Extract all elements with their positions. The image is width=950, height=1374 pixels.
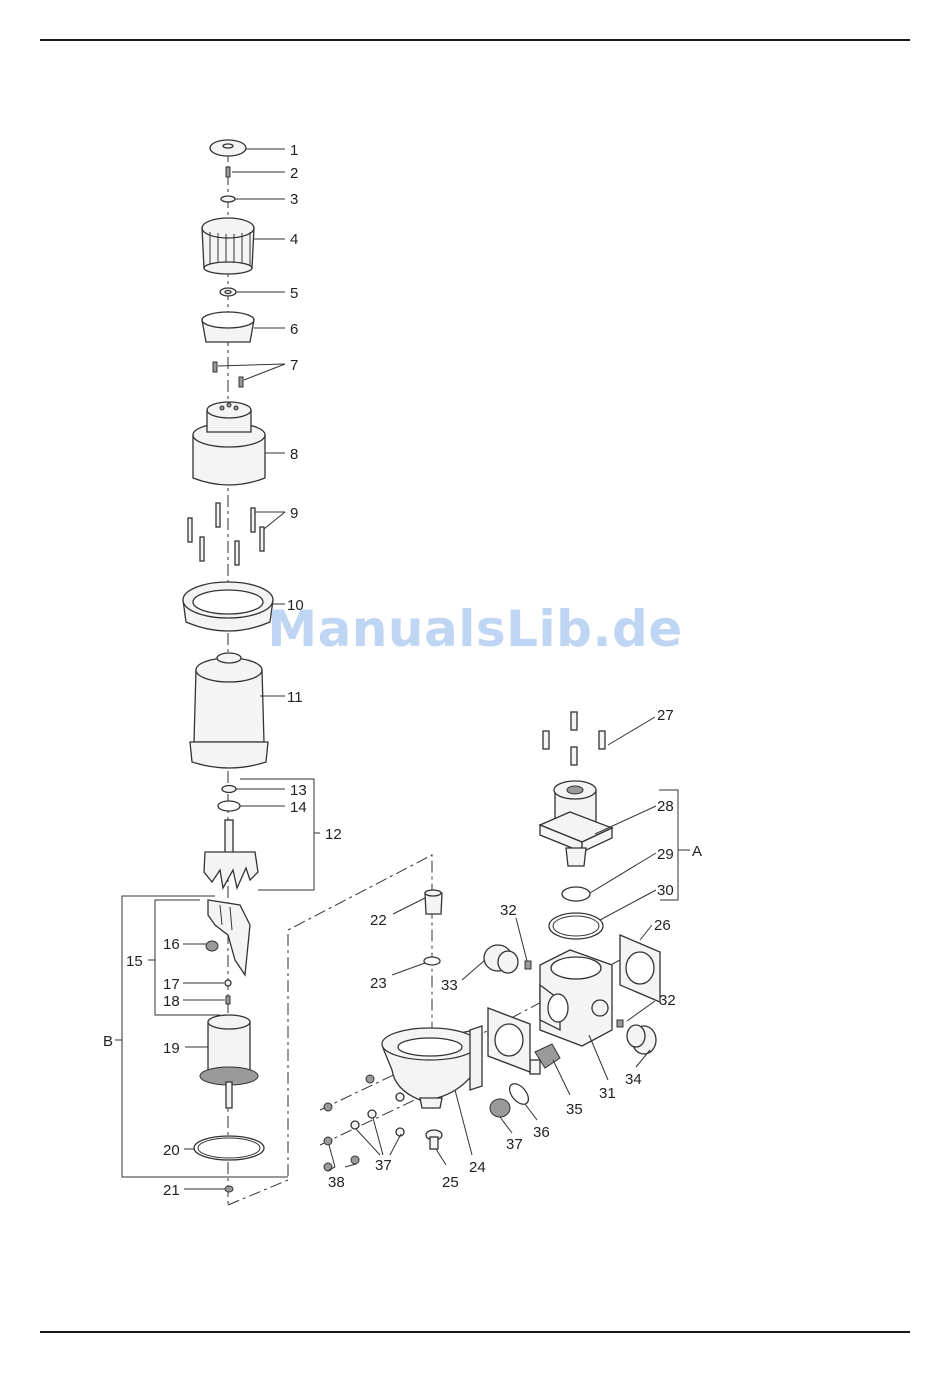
part-35-valve (530, 1044, 560, 1074)
callout-27: 27 (657, 707, 674, 724)
callout-37-right: 37 (506, 1136, 523, 1153)
callout-b: B (103, 1033, 113, 1050)
part-18-pin (226, 996, 230, 1004)
callout-31: 31 (599, 1085, 616, 1102)
callout-32-lower: 32 (659, 992, 676, 1009)
callout-5: 5 (290, 285, 298, 302)
callout-21: 21 (163, 1182, 180, 1199)
part-34-cap (627, 1025, 656, 1054)
part-36-ring (506, 1080, 532, 1107)
part-17-ball (225, 980, 231, 986)
part-29-oring (562, 887, 590, 901)
part-flange-plate (488, 1008, 530, 1072)
part-5-washer (220, 288, 236, 296)
callout-37-left: 37 (375, 1157, 392, 1174)
part-28-motor-top (540, 781, 612, 866)
part-14-oring (218, 801, 240, 811)
callout-9: 9 (290, 505, 298, 522)
callout-14: 14 (290, 799, 307, 816)
callout-a: A (692, 843, 702, 860)
callout-23: 23 (370, 975, 387, 992)
callout-3: 3 (290, 191, 298, 208)
part-19-rotor (200, 1015, 258, 1108)
part-13-ring (222, 786, 236, 793)
callout-34: 34 (625, 1071, 642, 1088)
callout-7: 7 (290, 357, 298, 374)
callout-30: 30 (657, 882, 674, 899)
part-2-screw (226, 167, 230, 177)
callout-36: 36 (533, 1124, 550, 1141)
callout-8: 8 (290, 446, 298, 463)
callout-29: 29 (657, 846, 674, 863)
part-20-oring (194, 1136, 264, 1160)
callout-24: 24 (469, 1159, 486, 1176)
callout-1: 1 (290, 142, 298, 159)
callout-33: 33 (441, 977, 458, 994)
part-6-ring (202, 312, 254, 342)
part-33-cap (484, 945, 518, 973)
callout-16: 16 (163, 936, 180, 953)
callout-6: 6 (290, 321, 298, 338)
callout-18: 18 (163, 993, 180, 1010)
part-8-motor-cover (193, 402, 265, 485)
part-12-impeller (204, 820, 258, 888)
part-27-bolts (543, 712, 605, 765)
part-11-motor-housing (190, 653, 268, 768)
part-9-bolts (188, 503, 264, 565)
callout-25: 25 (442, 1174, 459, 1191)
callout-32-upper: 32 (500, 902, 517, 919)
part-37-cap (490, 1099, 510, 1117)
part-15-bracket (208, 900, 250, 975)
part-22-fitting (425, 890, 442, 914)
part-4-knob (202, 218, 254, 274)
part-23-oring (424, 957, 440, 965)
part-37-washers (351, 1093, 404, 1136)
callout-13: 13 (290, 782, 307, 799)
callout-28: 28 (657, 798, 674, 815)
part-1-cap (210, 140, 246, 156)
callout-11: 11 (287, 689, 303, 706)
callout-15: 15 (126, 953, 143, 970)
callout-2: 2 (290, 165, 298, 182)
callout-10: 10 (287, 597, 304, 614)
part-21-washer (225, 1186, 233, 1192)
callout-17: 17 (163, 976, 180, 993)
part-31-pump-housing (540, 950, 612, 1046)
part-10-ring (183, 582, 273, 631)
part-25-plug (426, 1130, 442, 1149)
part-26-flange (620, 935, 660, 1002)
part-32-plug-upper (525, 961, 531, 969)
callout-12: 12 (325, 826, 342, 843)
part-30-oring (549, 913, 603, 939)
part-32-plug-lower (617, 1020, 623, 1027)
callout-19: 19 (163, 1040, 180, 1057)
callout-22: 22 (370, 912, 387, 929)
part-16-nut (206, 941, 218, 951)
callout-4: 4 (290, 231, 298, 248)
callout-26: 26 (654, 917, 671, 934)
callout-20: 20 (163, 1142, 180, 1159)
part-3-washer (221, 196, 235, 202)
callout-35: 35 (566, 1101, 583, 1118)
callout-38: 38 (328, 1174, 345, 1191)
